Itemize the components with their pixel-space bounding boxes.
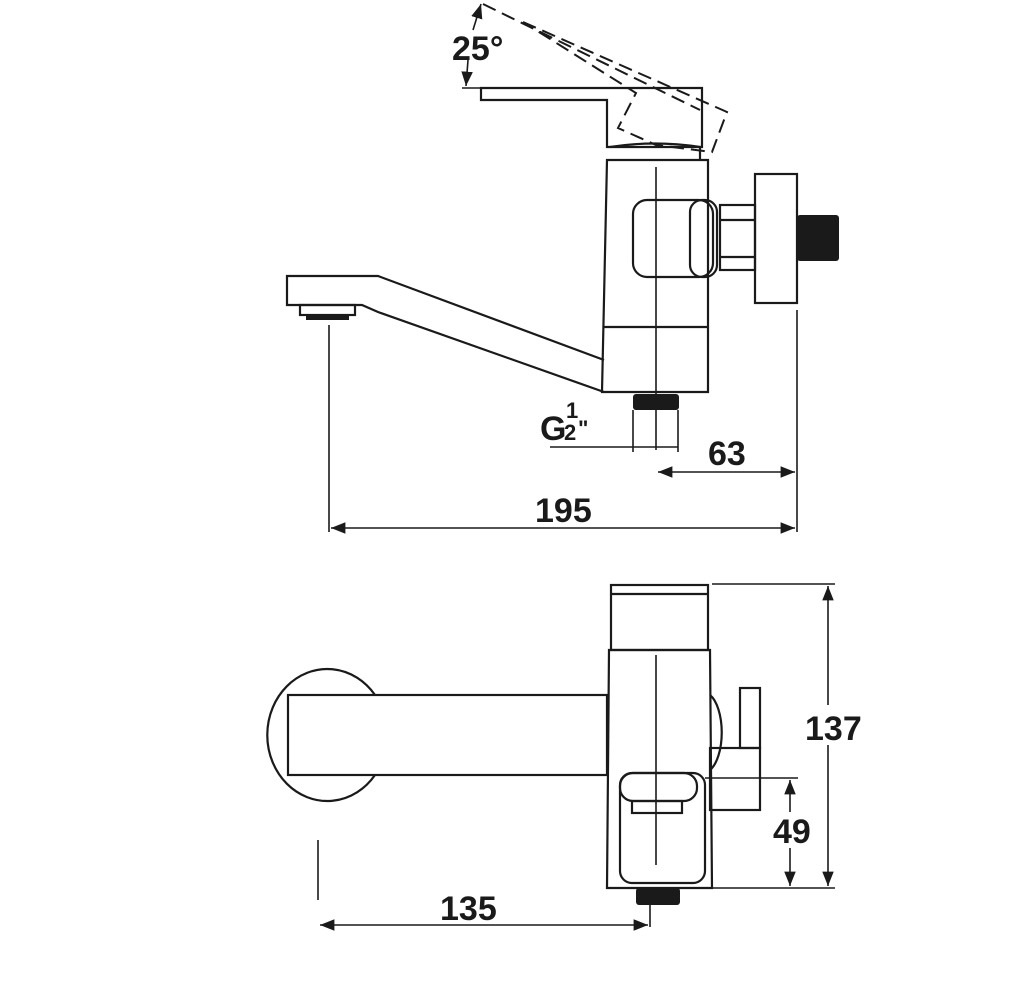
- dim-195-label: 195: [535, 492, 592, 530]
- spout-top: [286, 693, 609, 777]
- dim-63-label: 63: [708, 435, 746, 473]
- dimension-63: 63: [658, 310, 798, 532]
- thread-label-g: G: [540, 410, 566, 448]
- wall-rosette: [266, 667, 376, 803]
- thread-label-den: 2: [564, 420, 576, 445]
- body: [600, 142, 710, 450]
- dimension-137: 137: [712, 583, 866, 889]
- thread-label-suffix: ": [578, 416, 588, 441]
- dim-49-label: 49: [773, 813, 811, 851]
- outlet-thread: [633, 394, 679, 410]
- top-view: 137 49 135: [266, 583, 866, 931]
- wall-flange: [753, 172, 799, 305]
- outlet-thread-top: [636, 888, 680, 905]
- thread-label-num: 1: [566, 398, 578, 423]
- body-top: [605, 583, 714, 905]
- angle-label: 25°: [452, 30, 503, 68]
- dim-135-label: 135: [440, 890, 497, 928]
- inlet-thread: [797, 215, 839, 261]
- thread-dimension: G 1 2 ": [540, 398, 679, 452]
- spout: [285, 274, 679, 410]
- dimension-135: 135: [317, 840, 651, 931]
- dimension-49: 49: [705, 777, 822, 886]
- side-lever-top: [708, 686, 762, 812]
- side-view: 25° G 1 2: [285, 3, 839, 534]
- dim-137-label: 137: [805, 710, 862, 748]
- angle-dimension: 25°: [452, 3, 503, 89]
- lever-handle: [479, 3, 729, 154]
- dimension-195: 195: [328, 325, 795, 534]
- side-knob: [631, 172, 839, 305]
